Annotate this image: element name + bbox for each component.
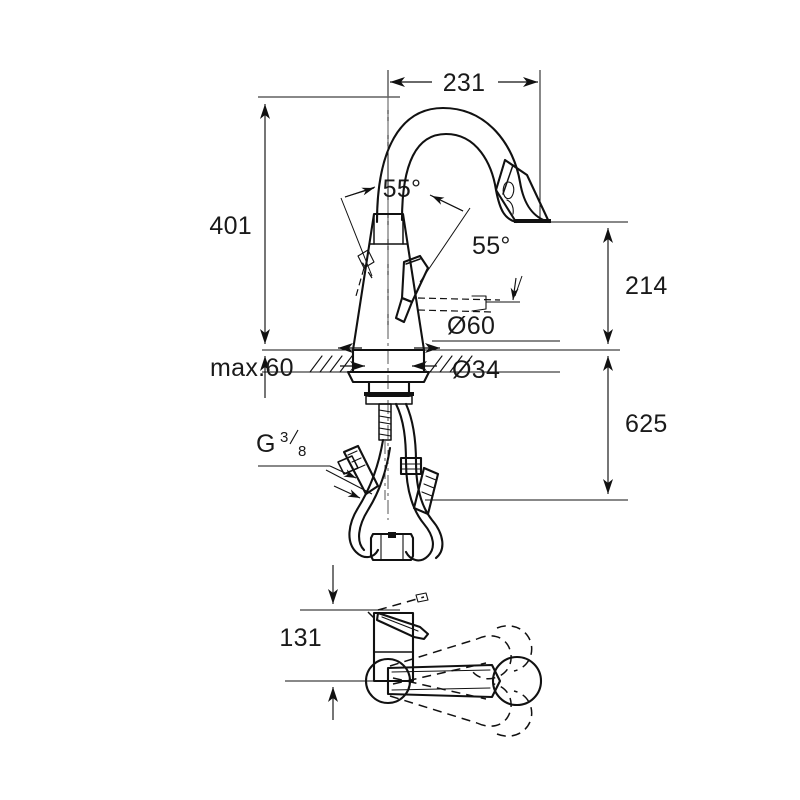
plan-lever-handle bbox=[375, 611, 430, 641]
top-plan-view: 131 bbox=[279, 565, 543, 737]
spray-head-seam bbox=[506, 199, 514, 215]
supply-hose-left bbox=[337, 444, 380, 496]
spray-head-joint-line-2 bbox=[502, 164, 514, 195]
pullout-hose-right-inner bbox=[404, 402, 444, 560]
plan-geometry bbox=[364, 592, 543, 737]
plan-lever-phantom-tip bbox=[415, 592, 429, 603]
supply-hose-right bbox=[412, 466, 440, 516]
thread-label-numerator: 3 bbox=[280, 429, 288, 446]
dimension-131: 131 bbox=[279, 565, 400, 720]
lever-phantom-outline bbox=[357, 249, 375, 269]
plan-lever-phantom-2 bbox=[367, 611, 375, 619]
g38-pointer-arrow bbox=[333, 485, 361, 499]
dimension-label-d34: Ø34 bbox=[452, 356, 500, 384]
thread-label-g: G bbox=[256, 430, 276, 458]
spout-inner-arc bbox=[400, 132, 518, 224]
angle-callout-lower: 55° bbox=[417, 232, 523, 313]
angle-label-lower: 55° bbox=[472, 232, 511, 260]
dimension-label-max60: max.60 bbox=[210, 354, 294, 382]
lever-handle bbox=[400, 254, 430, 304]
plan-spray-head bbox=[491, 655, 543, 707]
dimension-label-d60: Ø60 bbox=[447, 312, 495, 340]
faucet-elevation-geometry bbox=[309, 106, 606, 562]
counter-hatching-left bbox=[309, 355, 353, 373]
lever-handle-stem bbox=[394, 296, 414, 324]
spout-outer-arc bbox=[375, 106, 551, 224]
spray-mode-button bbox=[502, 181, 515, 200]
plan-body-block bbox=[372, 611, 415, 683]
plan-lever-phantom bbox=[377, 596, 425, 611]
lever-phantom-left bbox=[361, 261, 373, 279]
dimension-625: 625 bbox=[603, 356, 668, 494]
hose-weight bbox=[369, 532, 415, 562]
plan-spout-arm-edge-top bbox=[391, 669, 491, 673]
plan-swivel-upper bbox=[389, 625, 533, 685]
g38-cross-line bbox=[325, 469, 373, 495]
lever-handle-edge bbox=[405, 258, 421, 265]
dimension-214: 214 bbox=[603, 228, 668, 344]
dimension-diameter-60: Ø60 bbox=[338, 312, 495, 353]
dimension-label-214: 214 bbox=[625, 272, 668, 300]
dimension-401: 401 bbox=[209, 104, 270, 344]
spray-head-joint-line bbox=[495, 159, 506, 191]
plan-lever-inner bbox=[381, 616, 419, 632]
lever-phantom-left-2 bbox=[355, 267, 365, 297]
spray-outlet-face bbox=[514, 219, 551, 223]
dimension-label-401: 401 bbox=[209, 212, 252, 240]
faucet-body-cone bbox=[351, 212, 426, 352]
thread-label-denominator: 8 bbox=[298, 443, 306, 460]
thread-ticks bbox=[378, 409, 392, 437]
pullout-hose-right bbox=[394, 402, 434, 562]
dimension-diameter-34: Ø34 bbox=[340, 356, 500, 384]
dimension-label-231: 231 bbox=[443, 69, 486, 97]
dimension-231: 231 bbox=[390, 69, 538, 97]
plan-swivel-lower bbox=[389, 677, 533, 737]
thread-callout-g38: G 3 8 bbox=[256, 429, 357, 479]
pullout-hose-left-inner bbox=[358, 446, 392, 552]
counter-hatching-right bbox=[429, 355, 473, 373]
dimension-label-625: 625 bbox=[625, 410, 668, 438]
side-elevation-view: 231 401 max.60 214 625 Ø60 bbox=[209, 69, 668, 562]
dimension-label-131: 131 bbox=[279, 624, 322, 652]
mounting-washer bbox=[364, 392, 414, 396]
dimension-max60: max.60 bbox=[210, 354, 294, 398]
base-escutcheon-skirt bbox=[346, 370, 431, 384]
